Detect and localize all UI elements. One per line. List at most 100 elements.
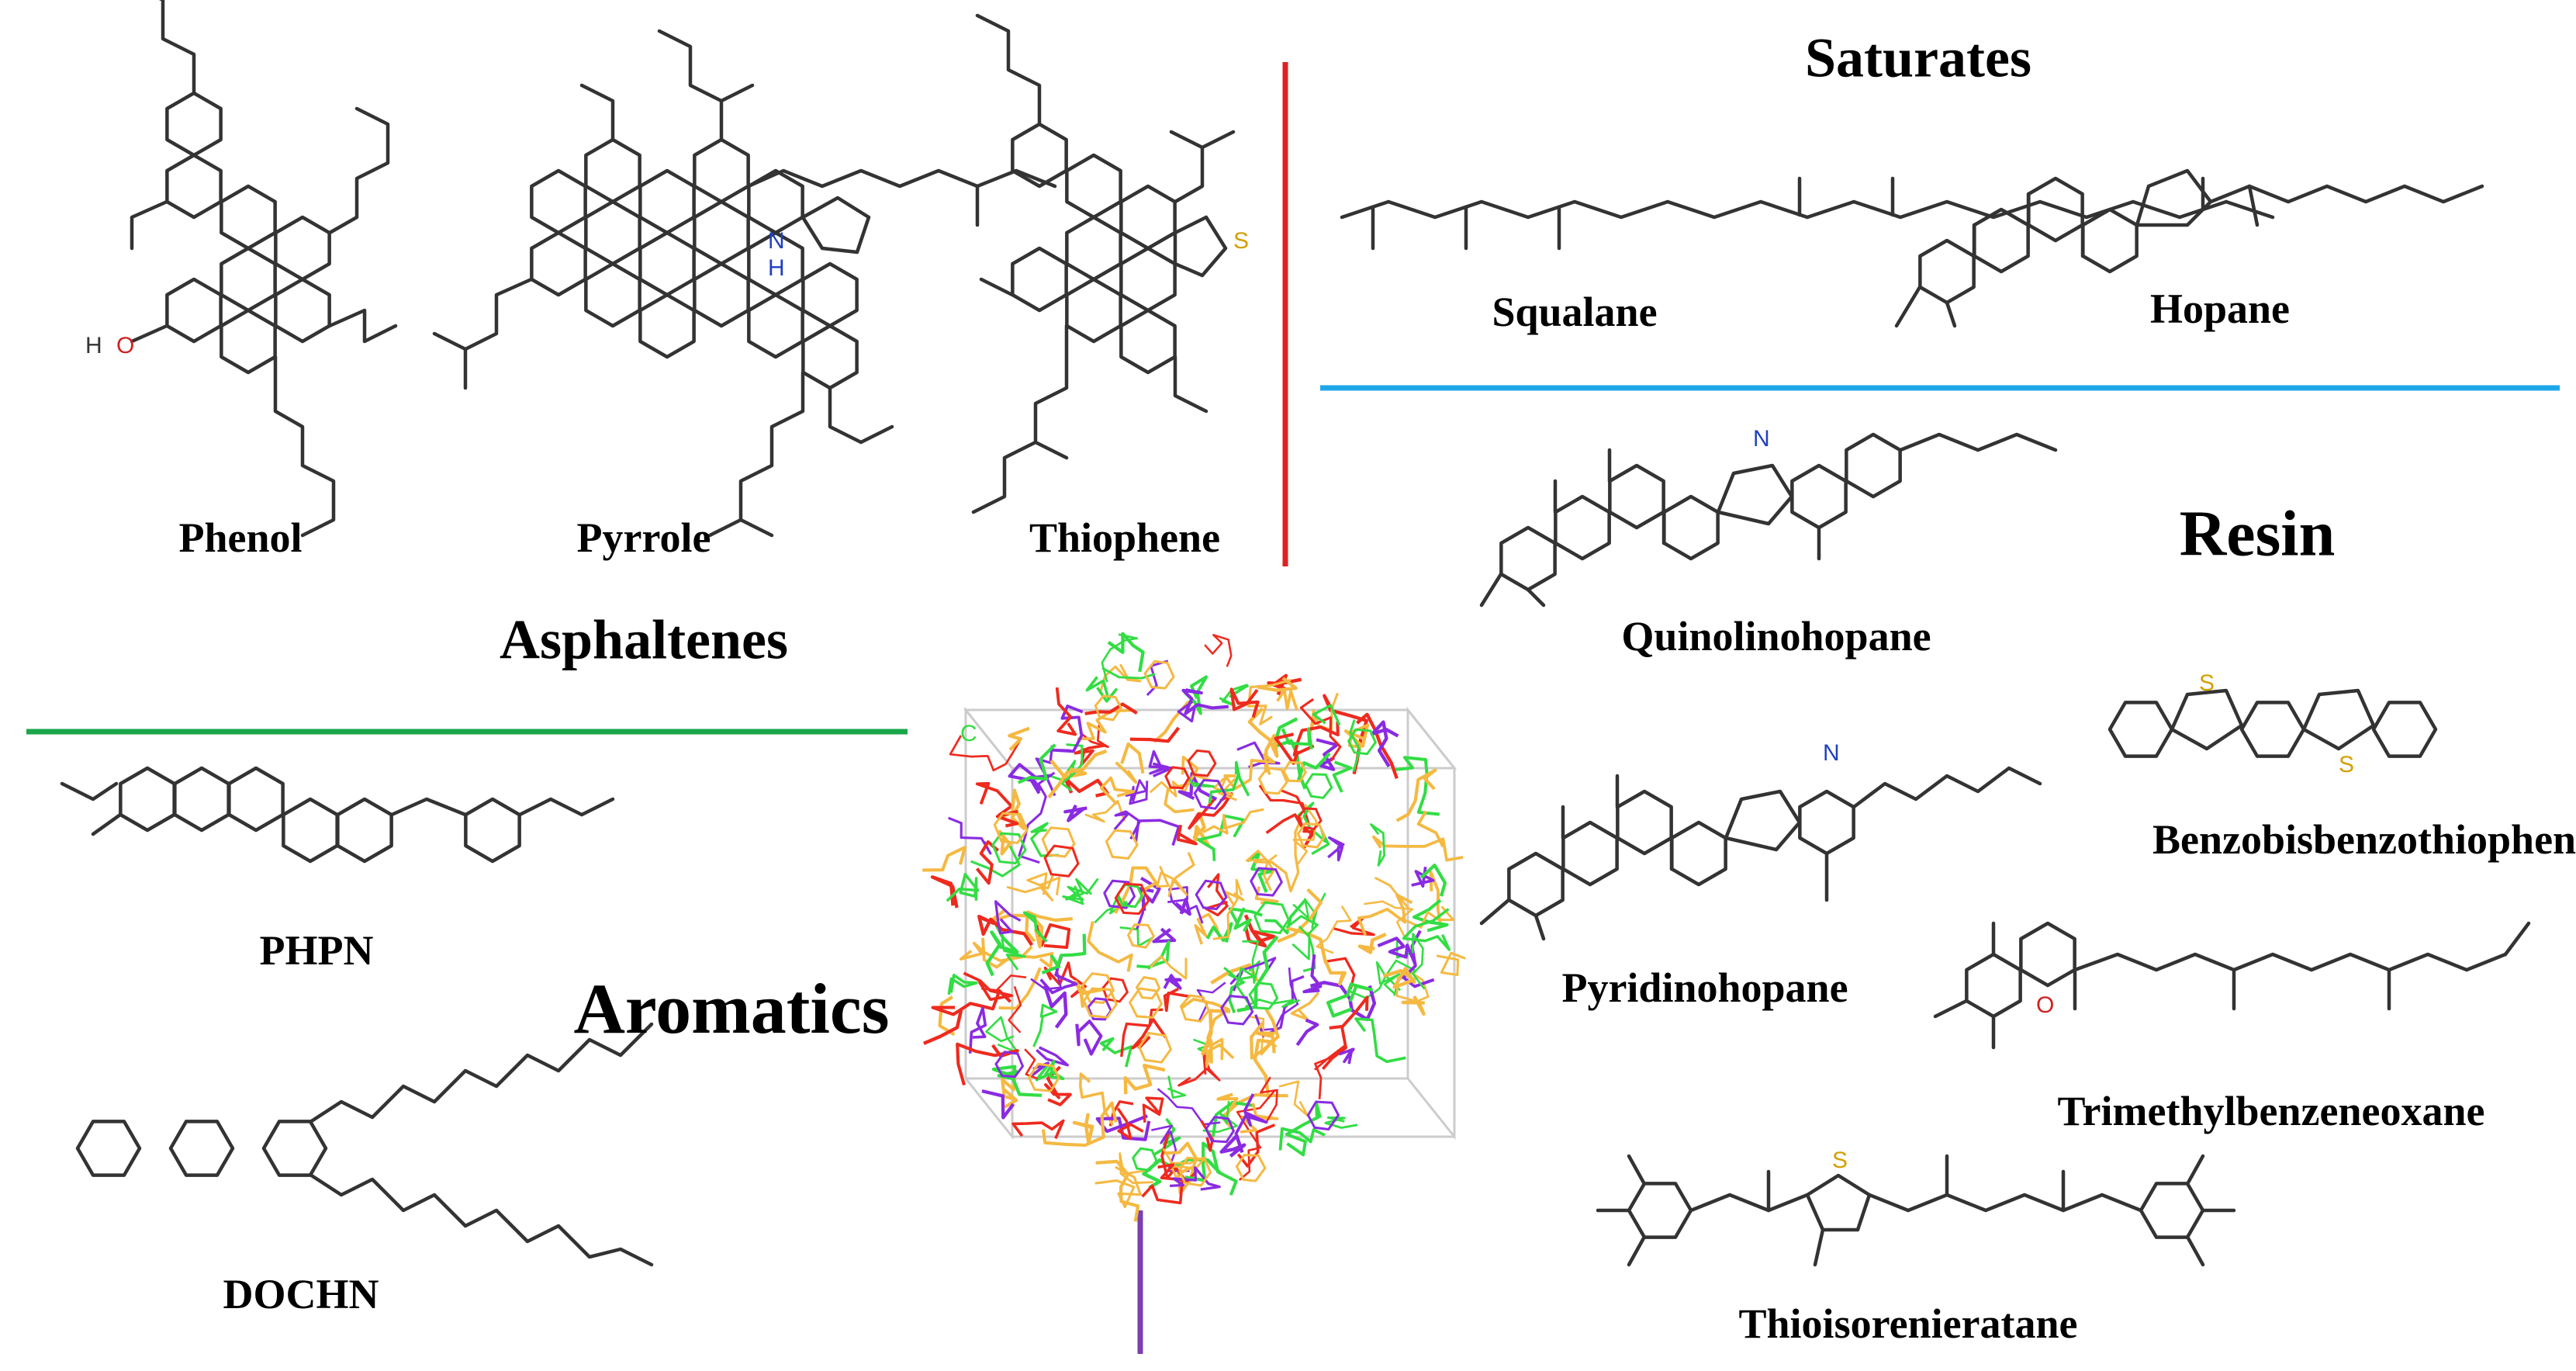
molecule-fragment [1119, 926, 1153, 947]
molecule-fragment [1094, 895, 1132, 924]
molecule-fragment [1276, 689, 1298, 711]
simulation-box: C [922, 632, 1466, 1222]
molecule-fragment [1032, 1003, 1058, 1047]
molecule-fragment [1236, 1089, 1276, 1181]
molecule-fragment [1180, 997, 1230, 1040]
molecule-ring-fragment [1105, 829, 1139, 860]
molecule-fragment [1030, 822, 1060, 857]
molecule-ring-fragment [1282, 760, 1307, 783]
saturates-title: Saturates [1805, 26, 2031, 89]
thiophene-label: Thiophene [1029, 514, 1221, 561]
resin-title: Resin [2179, 497, 2336, 570]
molecule-ring-fragment [1250, 867, 1284, 897]
molecule-fragment [922, 846, 966, 872]
molecule-ring-fragment [1187, 749, 1217, 777]
molecule-fragment [1278, 1080, 1309, 1117]
molecule-fragment [1212, 1100, 1253, 1137]
molecule-fragment [1167, 886, 1204, 924]
molecule-fragment [1018, 771, 1056, 864]
sulfur-atom: S [2199, 670, 2215, 696]
molecule-fragment [1349, 719, 1361, 772]
molecule-fragment [1156, 865, 1188, 898]
molecule-fragment [1141, 1163, 1184, 1205]
molecule-fragment [1123, 1063, 1166, 1095]
molecule-fragment [1148, 750, 1174, 777]
molecule-fragment [970, 845, 1021, 878]
molecule-fragment [1036, 1046, 1070, 1067]
molecule-fragment [1219, 1134, 1247, 1158]
molecule-fragment [1035, 745, 1056, 797]
molecule-fragment [1049, 705, 1084, 753]
hydrogen-atom: H [768, 255, 785, 281]
molecule-fragment [994, 900, 1022, 935]
molecule-fragment [1290, 992, 1319, 1021]
thioisorenieratane-structure: S [1596, 1148, 2236, 1267]
molecule-ring-fragment [1128, 987, 1164, 1019]
molecule-fragment [1212, 774, 1237, 801]
molecule-fragment [1299, 698, 1342, 762]
molecule-fragment [1265, 813, 1316, 849]
molecule-fragment [1120, 1008, 1164, 1058]
molecule-fragment [1277, 888, 1323, 943]
molecule-fragment [1177, 699, 1197, 723]
molecule-fragment [1208, 760, 1250, 804]
quinolinohopane-label: Quinolinohopane [1621, 613, 1931, 660]
molecule-fragment [1302, 954, 1323, 994]
molecule-fragment [1224, 890, 1245, 907]
molecule-fragment [1043, 985, 1068, 1029]
molecule-fragment [1157, 1088, 1221, 1126]
molecule-ring-fragment [1220, 995, 1254, 1026]
molecule-ring-fragment [1101, 977, 1129, 1003]
molecule-ring-fragment [993, 812, 1029, 844]
thioisorenieratane-label: Thioisorenieratane [1738, 1300, 2078, 1347]
molecule-fragment [1163, 987, 1191, 1013]
molecule-fragment [1030, 968, 1062, 991]
molecule-ring-fragment [1179, 994, 1210, 1023]
molecule-fragment [1099, 1037, 1133, 1068]
molecule-fragment [1371, 835, 1464, 862]
molecule-fragment [1177, 1051, 1221, 1087]
molecule-fragment [1205, 922, 1233, 943]
trimethylbenzeneoxane-structure: O [1933, 921, 2531, 1050]
molecule-fragment [1026, 872, 1055, 895]
sulfur-atom: S [1233, 228, 1249, 254]
molecule-ring-fragment [1253, 901, 1290, 934]
molecule-fragment [1278, 1127, 1326, 1151]
molecule-fragment [1393, 756, 1440, 816]
molecule-fragment [1202, 808, 1264, 835]
molecule-fragment [1085, 676, 1118, 703]
molecule-fragment [938, 995, 956, 1037]
oxygen-atom: O [116, 333, 134, 358]
molecule-fragment [1292, 722, 1340, 756]
molecule-fragment [1065, 878, 1093, 901]
molecule-fragment [1296, 752, 1331, 782]
molecule-fragment [948, 816, 992, 855]
molecule-fragment [1001, 938, 1026, 971]
molecule-fragment [1131, 1017, 1167, 1050]
molecule-fragment [1228, 907, 1263, 933]
molecule-ring-fragment [1164, 766, 1191, 790]
molecule-ring-fragment [1103, 879, 1136, 909]
benzobisbenzothiophene-label: Benzobisbenzothiophene [2152, 816, 2576, 863]
nitrogen-atom: N [1823, 740, 1840, 766]
molecule-ring-fragment [1114, 882, 1150, 916]
molecule-fragment [1411, 867, 1435, 888]
quinolinohopane-structure: N [1479, 426, 2058, 608]
molecule-fragment [1204, 634, 1233, 667]
molecule-fragment [985, 917, 1019, 977]
molecule-fragment [1084, 702, 1138, 715]
molecule-fragment [1194, 912, 1222, 945]
molecule-fragment [1316, 905, 1352, 954]
phenol-label: Phenol [178, 514, 303, 561]
molecule-fragment [1395, 768, 1437, 822]
molecule-fragment [1244, 999, 1301, 1008]
molecule-fragment [923, 1009, 963, 1045]
molecule-fragment [1286, 926, 1347, 986]
phpn-structure [60, 768, 615, 861]
molecule-fragment [930, 875, 959, 909]
molecule-fragment [1246, 850, 1275, 885]
molecule-fragment [1099, 776, 1136, 805]
molecule-fragment [1063, 804, 1087, 822]
molecule-ring-fragment [1304, 773, 1333, 799]
